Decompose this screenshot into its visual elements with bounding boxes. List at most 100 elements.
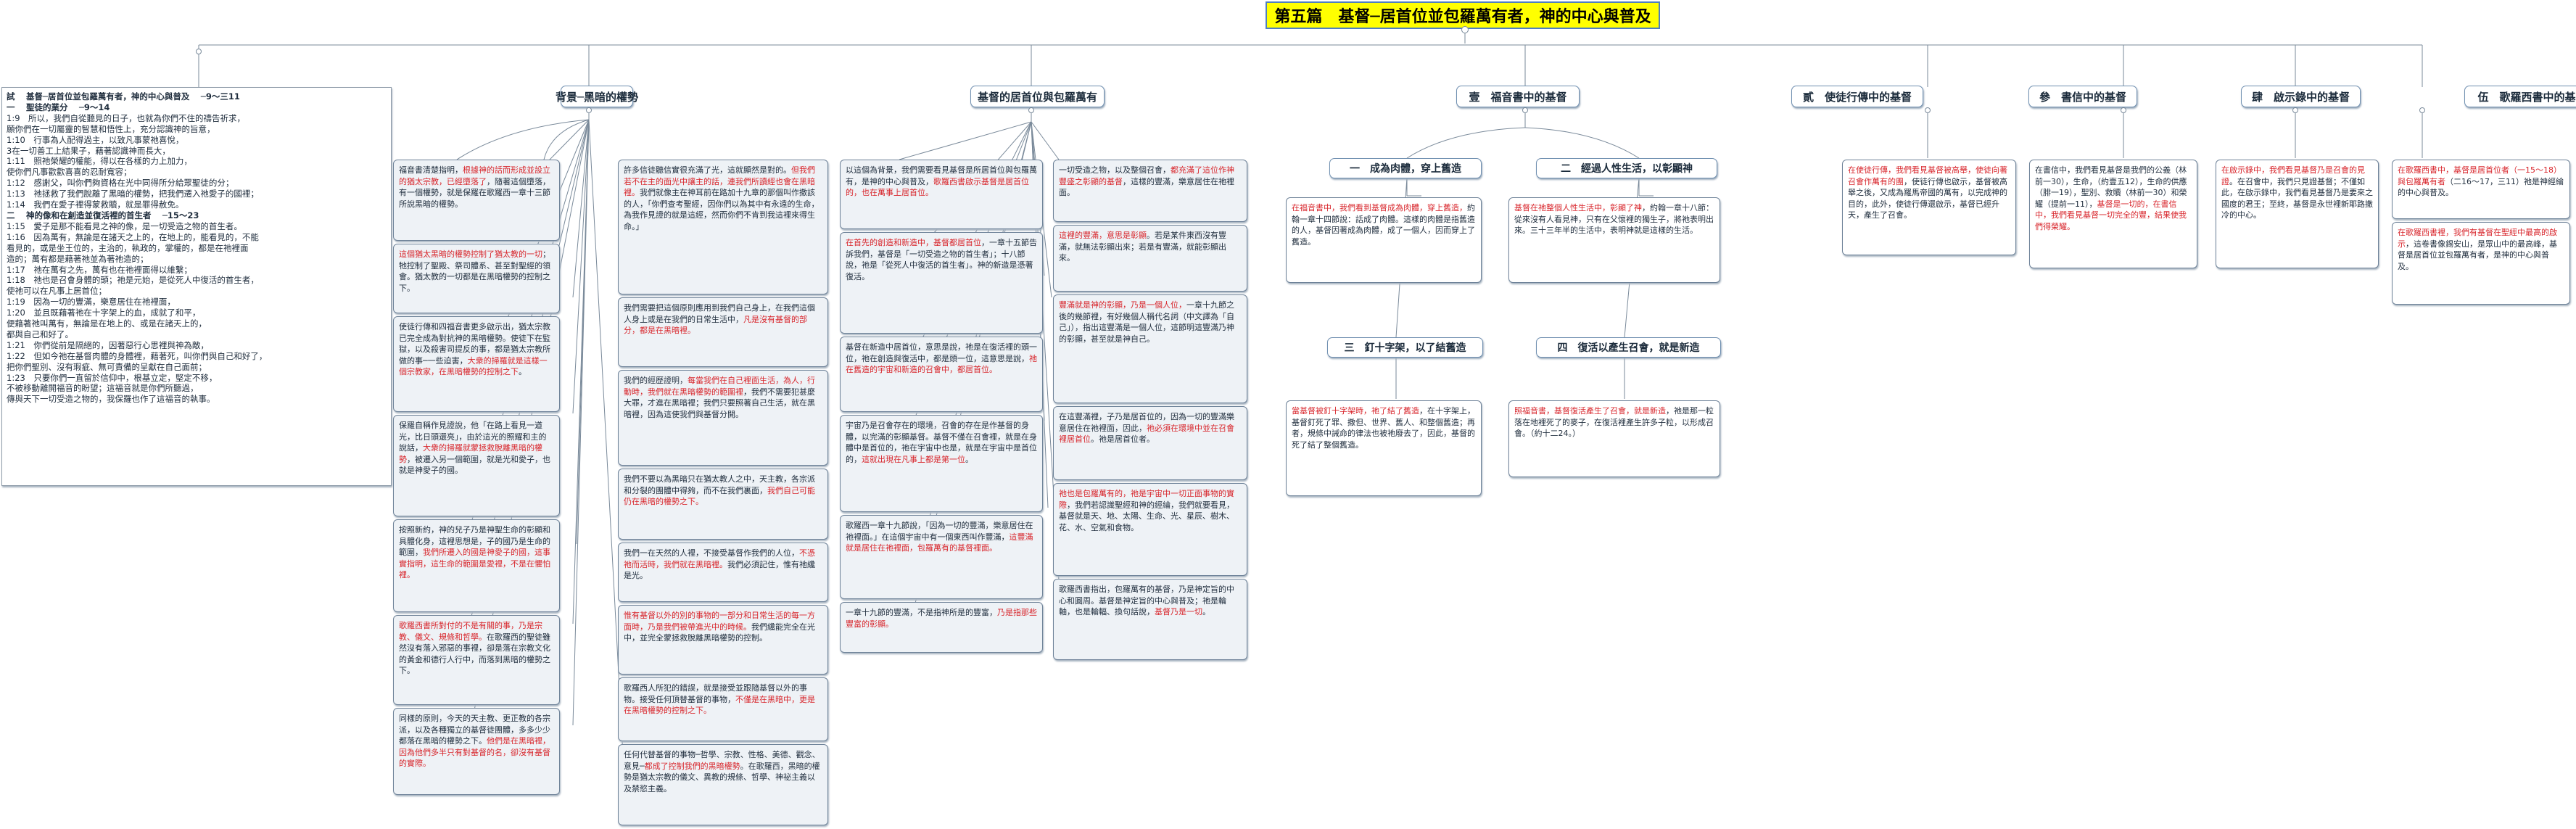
highlight-text: 但我們若不在主的面光中讓主的話，連我們所讀經也會在黑暗裡。 (624, 165, 815, 197)
highlight-text: 豐滿就是神的彰顯，乃是一個人位， (1059, 300, 1186, 310)
note-text: 歌羅西人所犯的錯誤，就是接受並跟隨基督以外的事物。接受任何頂替基督的事物， (624, 683, 807, 704)
note-text: ，使徒行傳也啟示，基督被高舉之後，又成為羅馬帝國的萬有，以完成神的目的，此外，使… (1848, 176, 2007, 220)
subsection-human-living[interactable]: 二 經過人性生活，以彰顯神 (1536, 158, 1717, 178)
note-card: 保羅自稱作見證說，他「在路上看見一道光，比日頭還亮」，由於這光的照耀和主的說話，… (393, 415, 560, 516)
note-card: 在歌羅西書裡，我們有基督在聖經中最高的啟示，這卷書像錫安山，是眾山中的最高峰，基… (2392, 222, 2570, 305)
outline-line: 1:16 因為萬有，無論是在諸天之上的，在地上的，能看見的，不能 (7, 231, 259, 242)
subsection-label: 一 成為肉體，穿上舊造 (1350, 163, 1461, 175)
note-card: 在歌羅西書中，基督是居首位者（一15～18）與包羅萬有者（二16～17，三11）… (2392, 160, 2570, 219)
note-text: 。在召會中，我們只見證基督；不僅如此，在啟示錄中，我們看見基督乃是要來之國度的君… (2221, 176, 2373, 220)
note-text: 。祂是居首位者。 (1091, 434, 1155, 444)
highlight-text: 不憑祂而活時，我們就在黑暗裡。 (624, 548, 815, 569)
section-gospels[interactable]: 壹 福音書中的基督 (1456, 86, 1580, 107)
note-text: 同樣的原則，今天的天主教、更正教的各宗派，以及各種獨立的基督徒團體，多多少少都落… (399, 714, 550, 746)
highlight-text: 基督在祂整個人性生活中，彰顯了神 (1514, 203, 1642, 213)
collapse-toggle-icon[interactable] (586, 107, 592, 113)
note-card: 在首先的創造和新造中，基督都居首位，一章十五節告訴我們，基督是「一切受造之物的首… (840, 232, 1043, 334)
outline-line: 一 聖徒的業分 ─9～14 (7, 102, 110, 112)
collapse-toggle-icon[interactable] (196, 49, 202, 54)
subsection-crucifixion[interactable]: 三 釘十字架，以了結舊造 (1327, 337, 1483, 358)
note-text: 任何代替基督的事物─哲學、宗教、性格、美德、觀念、意見─ (624, 750, 820, 771)
outline-line: 1:10 行事為人配得過主，以致凡事蒙祂喜悅， (7, 134, 184, 145)
subsection-label: 二 經過人性生活，以彰顯神 (1561, 163, 1693, 175)
note-text: 基督在新造中居首位，意思是說，祂是在復活裡的頭一位，祂在創造與復活中，都是頭一位… (846, 342, 1037, 363)
section-background[interactable]: 背景─黑暗的權勢 (556, 86, 638, 107)
note-text: 我們必須記住，惟有祂纔是光。 (624, 559, 815, 581)
highlight-text: 都成了控制我們的黑暗權勢 (644, 761, 740, 771)
collapse-toggle-icon[interactable] (1028, 107, 1034, 113)
note-text: 使徒行傳和四福音書更多啟示出，猶太宗教已完全成為對抗神的黑暗權勢。 (399, 322, 550, 343)
outline-line: 傳與天下一切受造之物的，我保羅也作了這福音的執事。 (7, 394, 215, 405)
note-card: 福音書清楚指明，根據神的話而形成並設立的猶太宗教，已經墮落了，隨著這個墮落，有一… (393, 160, 560, 241)
highlight-text: 大衆的掃羅就是這樣一個宗教家，在黑暗權勢的控制之下 (399, 355, 548, 377)
note-text: 歌羅西一章十九節說，「因為一切的豐滿，樂意居住在祂裡面。」在這個宇宙中有一個東西… (846, 521, 1033, 542)
collapse-toggle-icon[interactable] (2419, 107, 2425, 113)
root-connector-icon[interactable] (1461, 26, 1469, 33)
highlight-text: 每當我們在自己裡面生活，為人，行動時，我們就在黑暗權勢的範圍裡 (624, 376, 815, 397)
highlight-text: 在歌羅西書裡，我們有基督在聖經中最高的啟示 (2398, 228, 2557, 249)
section-revelation[interactable]: 肆 啟示錄中的基督 (2241, 86, 2361, 107)
collapse-toggle-icon[interactable] (1925, 107, 1931, 113)
outline-line: 1:22 但如今祂在基督肉體的身體裡，藉著死，叫你們與自己和好了， (7, 350, 268, 361)
highlight-text: 不僅是在黑暗中，更是在黑暗權勢的控制之下。 (624, 694, 815, 716)
note-text: 許多信徒聽信實很充滿了光，這就顯然是對的。 (624, 165, 791, 175)
note-text: 。在歌羅西，黑暗的權勢是猶太宗教的儀文、異教的規條、哲學、神祕主義以及禁慾主義。 (624, 761, 820, 793)
note-card: 我們需要把這個原則應用到我們自己身上，在我們這個人身上或是在我們的日常生活中，凡… (618, 297, 828, 367)
note-card: 基督在祂整個人性生活中，彰顯了神，約翰一章十八節：從來沒有人看見神，只有在父懷裡… (1508, 197, 1720, 283)
section-label: 基督的居首位與包羅萬有 (977, 90, 1097, 104)
note-text: 以這個為背景，我們需要看見基督是所居首位與包羅萬有，是神的中心與普及， (846, 165, 1037, 186)
note-text: 保羅自稱作見證說，他「在路上看見一道光，比日頭還亮」，由於這光的照耀和主的說話， (399, 421, 547, 453)
section-colossians[interactable]: 伍 歌羅西書中的基督 (2464, 86, 2576, 107)
section-label: 參 書信中的基督 (2039, 90, 2126, 104)
outline-line: 不被移動離開福音的盼望；這福音就是你們所聽過， (7, 383, 199, 394)
highlight-text: 都充滿了這位作神豐盛之彰顯的基督 (1059, 165, 1234, 186)
subsection-incarnation[interactable]: 一 成為肉體，穿上舊造 (1329, 158, 1482, 178)
note-text: ，在十字架上，基督釘死了罪、撒但、世界、舊人、和整個舊造；再者，規條中誡命的律法… (1292, 406, 1475, 450)
collapse-toggle-icon[interactable] (2121, 107, 2126, 113)
note-card: 宇宙乃是召會存在的環境，召會的存在是作基督的身體，以完滿的彰顯基督。基督不僅在召… (840, 415, 1043, 512)
note-text: 。若是某件東西沒有豐滿，就無法彰顯出來；若是有豐滿，就能彰顯出來。 (1059, 231, 1226, 263)
subsection-resurrection[interactable]: 四 復活以產生召會，就是新造 (1536, 337, 1721, 358)
outline-line: 1:17 祂在萬有之先，萬有也在祂裡面得以維繫； (7, 264, 192, 275)
outline-line: 1:12 感謝父，叫你們夠資格在光中同得所分給眾聖徒的分； (7, 178, 234, 189)
highlight-text: 我們所遷入的國是神愛子的國，這事實指明，這生命的範圍是愛裡，不是在懼怕裡。 (399, 548, 550, 580)
note-text: 福音書清楚指明， (399, 165, 463, 175)
note-card: 歌羅西一章十九節說，「因為一切的豐滿，樂意居住在祂裡面。」在這個宇宙中有一個東西… (840, 515, 1043, 599)
subsection-label: 四 復活以產生召會，就是新造 (1557, 342, 1700, 354)
note-text: ，隨著這個墮落，有一個權勢，就是保羅在歌羅西一章十三節所說黑暗的權勢。 (399, 176, 550, 209)
note-card: 我們不要以為黑暗只在猶太教人之中，天主教，各宗派和分裂的團體中得夠，而不在我們裏… (618, 469, 828, 540)
note-text: ；牠控制了聖殿、祭司體系、甚至對聖經的領會。猶太教的一切都是在黑暗權勢的控制之下… (399, 249, 550, 293)
outline-line: 1:11 照祂榮耀的權能，得以在各樣的力上加力， (7, 156, 192, 167)
section-preeminence[interactable]: 基督的居首位與包羅萬有 (970, 86, 1105, 107)
highlight-text: 歌羅西書啟示基督是居首位的，也在萬事上居首位。 (846, 176, 1029, 198)
note-text: 一章十九節之後的幾節裡，有好幾個人稱代名詞（中文譯為「自己」），指出這豐滿是一個… (1059, 300, 1234, 344)
note-text: （二16～17，三11）祂是神經綸的中心與普及。 (2398, 176, 2564, 198)
note-card: 這個猶太黑暗的權勢控制了猶太教的一切；牠控制了聖殿、祭司體系、甚至對聖經的領會。… (393, 244, 560, 313)
note-card: 歌羅西書指出，包羅萬有的基督，乃是神定旨的中心和圓周。基督是神定旨的中心與普及；… (1053, 579, 1247, 660)
section-acts[interactable]: 貳 使徒行傳中的基督 (1791, 86, 1923, 107)
collapse-toggle-icon[interactable] (1522, 107, 1528, 113)
highlight-text: 惟有基督以外的別的事物的一部分和日常生活的每一方面時，乃是我們被帶進光中的時候。 (624, 611, 815, 632)
outline-line: 1:13 祂拯救了我們脫離了黑暗的權勢，把我們遷入祂愛子的國裡； (7, 189, 259, 199)
note-text: 我們不要以為黑暗只在猶太教人之中，天主教，各宗派和分裂的團體中得夠，而不在我們裏… (624, 474, 815, 495)
note-text: 我們的經歷證明， (624, 376, 688, 385)
note-card: 一章十九節的豐滿，不是指神所是的豐富，乃是指那些豐富的彰顯。 (840, 602, 1043, 653)
section-epistles[interactable]: 參 書信中的基督 (2028, 86, 2137, 107)
highlight-text: 在啟示錄中，我們看見基督乃是召會的見證 (2221, 165, 2365, 186)
note-text: 我們一在天然的人裡，不接受基督作我們的人位， (624, 548, 799, 558)
note-text: ，這卷書像錫安山，是眾山中的最高峰，基督是居首位並包羅萬有者，是神的中心與普及。 (2398, 239, 2557, 271)
outline-line: 把你們聖別、沒有瑕疵、無可責備的呈獻在自己面前； (7, 361, 207, 372)
outline-line: 1:14 我們在愛子裡得蒙救贖，就是罪得赦免。 (7, 199, 184, 210)
outline-line: 試 基督─居首位並包羅萬有者，神的中心與普及 ─9～三11 (7, 91, 240, 102)
note-text: 使徒下在監獄，以及殺害司提反的事，都是猶太宗教所做的事─一些迫害， (399, 333, 550, 366)
note-text: 在書信中，我們看見基督是我們的公義（林前一30），生命，（約壹五12），生命的供… (2035, 165, 2187, 209)
outline-line: 願你們在一切屬靈的智慧和悟性上，充分認識神的旨意， (7, 123, 215, 134)
note-card: 祂也是包羅萬有的，祂是宇宙中一切正面事物的實際，我們若認識聖經和神的經綸，我們就… (1053, 483, 1247, 576)
highlight-text: 他們是在黑暗裡，因為他們多半只有對基督的名，卻沒有基督的實際。 (399, 736, 550, 768)
note-text: 一章十九節的豐滿，不是指神所是的豐富， (846, 608, 997, 617)
collapse-toggle-icon[interactable] (2292, 107, 2298, 113)
note-card: 一切受造之物，以及整個召會，都充滿了這位作神豐盛之彰顯的基督，這樣的豐滿，樂意居… (1053, 160, 1247, 222)
highlight-text: 在歌羅西書中，基督是居首位者（一15～18）與包羅萬有者 (2398, 165, 2561, 186)
note-card: 在書信中，我們看見基督是我們的公義（林前一30），生命，（約壹五12），生命的供… (2029, 160, 2197, 268)
